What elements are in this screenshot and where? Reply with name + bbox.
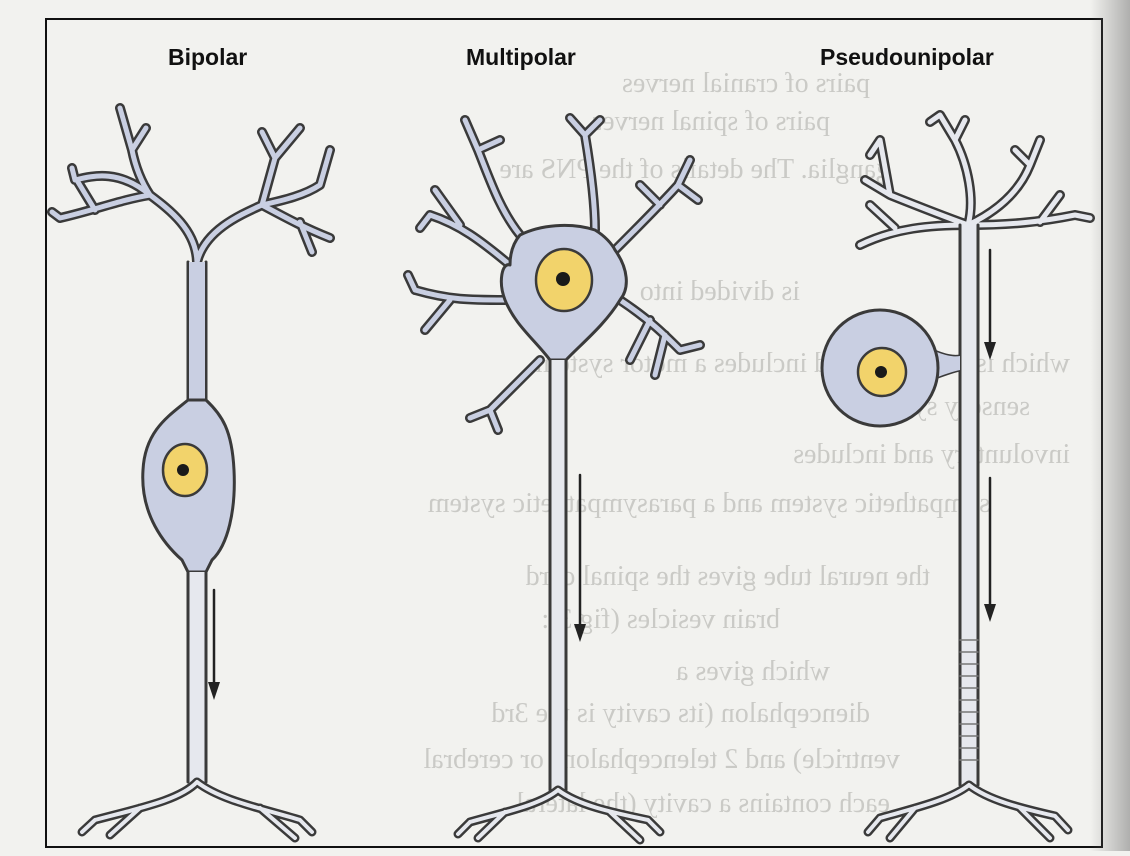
multipolar-title: Multipolar: [466, 44, 576, 71]
page-edge-shadow: [1090, 0, 1130, 851]
figure-frame: [45, 18, 1103, 848]
bipolar-title: Bipolar: [168, 44, 247, 71]
pseudounipolar-title: Pseudounipolar: [820, 44, 994, 71]
